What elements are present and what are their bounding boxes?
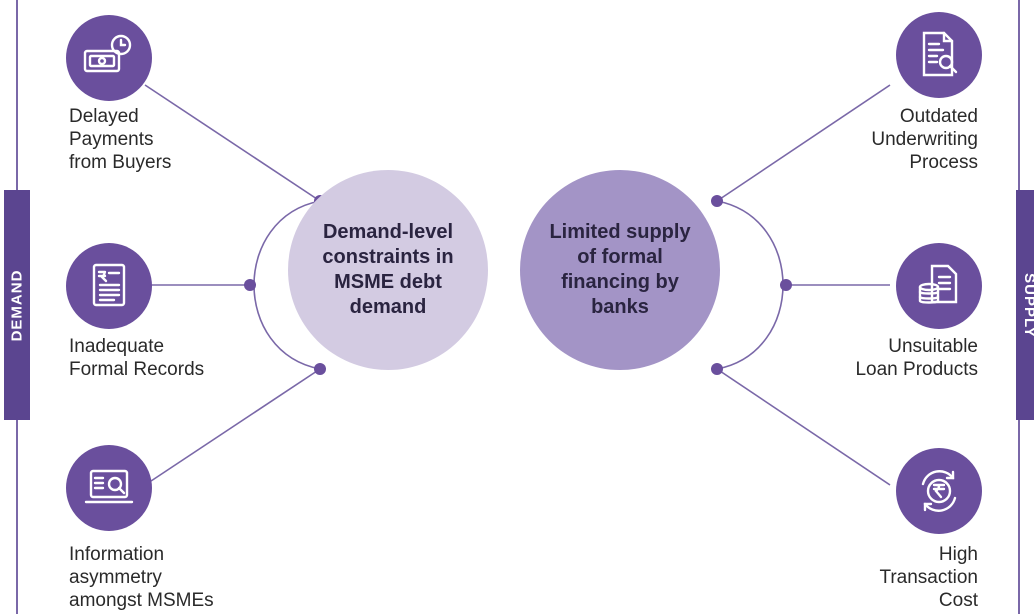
supply-center-text: Limited supply of formal financing by ba… (549, 221, 691, 318)
supply-tab-label: SUPPLY (1020, 272, 1034, 338)
laptop-question-icon (66, 445, 152, 531)
demand-tab-label: DEMAND (8, 269, 26, 341)
supply-center-circle: Limited supply of formal financing by ba… (520, 170, 720, 370)
arc-supply (716, 200, 784, 370)
demand-center-circle: Demand-level constraints in MSME debt de… (288, 170, 488, 370)
node-dot (314, 363, 326, 375)
node-dot (711, 195, 723, 207)
supply-tab: SUPPLY (1016, 190, 1034, 420)
information-asymmetry-label: Information asymmetry amongst MSMEs (69, 544, 214, 611)
demand-center-text: Demand-level constraints in MSME debt de… (322, 221, 454, 318)
connector-high-cost (716, 368, 891, 486)
node-dot (244, 279, 256, 291)
left-rail-top (16, 0, 18, 190)
node-dot (780, 279, 792, 291)
connector-information-asymmetry (144, 368, 321, 486)
connector-delayed-payments (144, 84, 321, 202)
inadequate-records-label: Inadequate Formal Records (69, 336, 205, 380)
right-rail-top (1018, 0, 1020, 190)
outdated-underwriting-label: Outdated Underwriting Process (871, 106, 978, 173)
node-dot (711, 363, 723, 375)
delayed-payment-icon (66, 15, 152, 101)
left-rail-bottom (16, 420, 18, 614)
right-rail-bottom (1018, 420, 1020, 614)
connector-outdated-underwriting (716, 84, 891, 202)
records-document-icon (66, 243, 152, 329)
coins-document-icon (896, 243, 982, 329)
rupee-cycle-icon (896, 448, 982, 534)
high-transaction-cost-label: High Transaction Cost (879, 544, 978, 611)
unsuitable-loans-label: Unsuitable Loan Products (855, 336, 978, 380)
delayed-payments-label: Delayed Payments from Buyers (69, 106, 172, 173)
demand-tab: DEMAND (4, 190, 30, 420)
document-search-icon (896, 12, 982, 98)
